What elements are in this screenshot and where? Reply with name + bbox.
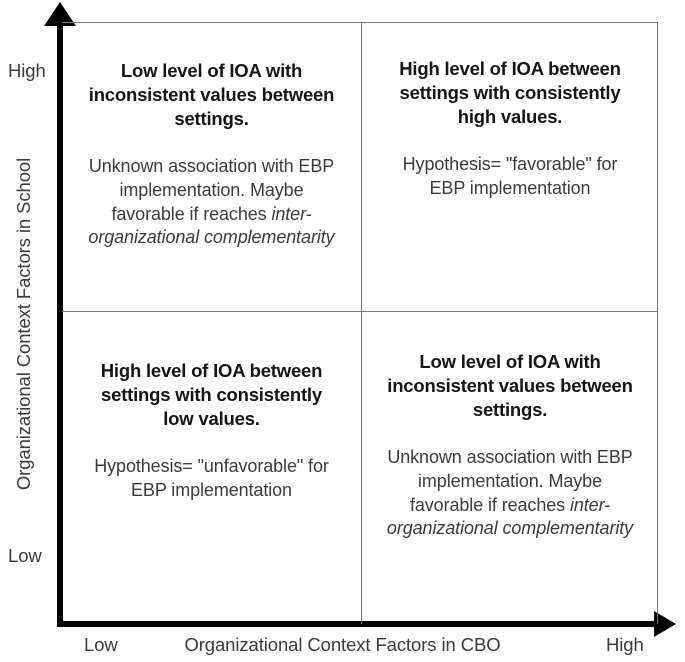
- quadrant-top-right-title: High level of IOA between settings with …: [399, 58, 621, 128]
- quadrant-top-right-body-plain: Hypothesis= "favorable" for EBP implemen…: [402, 154, 618, 198]
- quadrant-top-left-body: Unknown association with EBP implementat…: [84, 131, 339, 250]
- x-axis-low-label: Low: [84, 634, 118, 655]
- x-axis-line: [57, 621, 660, 627]
- quadrant-bottom-left-body: Hypothesis= "unfavorable" for EBP implem…: [84, 431, 339, 503]
- matrix-right-border: [657, 22, 658, 624]
- quadrant-bottom-right-title: Low level of IOA with inconsistent value…: [387, 351, 633, 421]
- y-axis-high-label: High: [8, 60, 46, 81]
- x-axis-high-label: High: [606, 634, 644, 655]
- quadrant-top-right: High level of IOA between settings with …: [362, 22, 658, 311]
- y-axis-title: Organizational Context Factors in School: [13, 157, 34, 491]
- quadrant-top-left: Low level of IOA with inconsistent value…: [62, 22, 361, 311]
- quadrant-bottom-right-body: Unknown association with EBP implementat…: [384, 422, 636, 541]
- x-axis-title: Organizational Context Factors in CBO: [184, 634, 501, 655]
- quadrant-top-left-body-plain: Unknown association with EBP implementat…: [88, 156, 335, 224]
- quadrant-bottom-right: Low level of IOA with inconsistent value…: [362, 312, 658, 624]
- matrix-horizontal-divider: [62, 311, 658, 312]
- y-axis-line: [57, 22, 63, 627]
- matrix-top-border: [62, 22, 658, 23]
- quadrant-top-left-body-italic: inter-organizational complementarity: [88, 203, 335, 248]
- quadrant-bottom-right-body-italic: inter-organizational complementarity: [386, 494, 634, 539]
- matrix-vertical-divider: [361, 22, 362, 624]
- arrow-right-icon: [654, 611, 676, 637]
- y-axis-low-label: Low: [8, 545, 42, 566]
- quadrant-top-left-title: Low level of IOA with inconsistent value…: [88, 60, 335, 130]
- quadrant-top-right-body: Hypothesis= "favorable" for EBP implemen…: [384, 129, 636, 201]
- quadrant-bottom-left: High level of IOA between settings with …: [62, 312, 361, 624]
- quadrant-bottom-right-body-plain: Unknown association with EBP implementat…: [387, 447, 633, 515]
- quadrant-bottom-left-body-plain: Hypothesis= "unfavorable" for EBP implem…: [94, 456, 329, 500]
- quadrant-bottom-left-title: High level of IOA between settings with …: [100, 360, 323, 430]
